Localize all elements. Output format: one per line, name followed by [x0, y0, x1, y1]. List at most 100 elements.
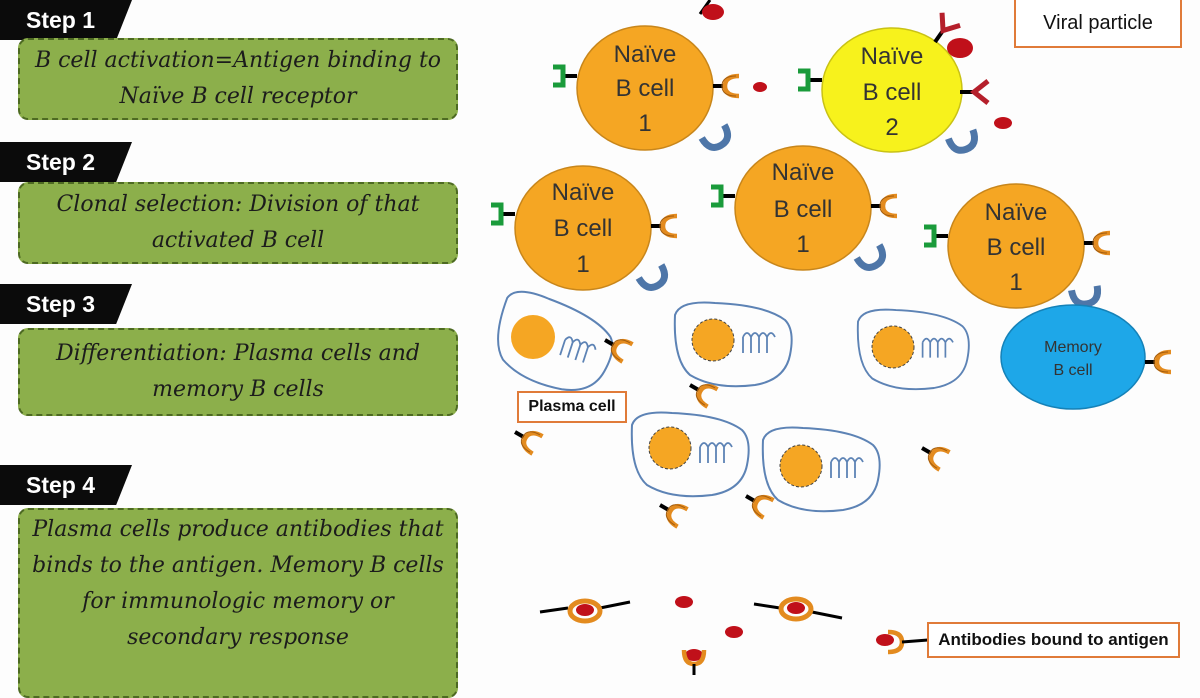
step-2-tab-label: Step 2	[26, 148, 96, 175]
green-receptor-icon	[553, 67, 577, 85]
cell-label-line3: 1	[1009, 269, 1022, 296]
cell-label-line2: B cell	[863, 79, 922, 106]
svg-text:Naïve: Naïve	[772, 159, 835, 186]
b-cell-diagram: Naïve B cell 1 Naïve B cell 2 Viral part…	[483, 0, 1182, 675]
antibody-receptor-icon	[1145, 352, 1171, 372]
nucleus	[648, 426, 692, 470]
plasma-cell-2	[673, 301, 793, 388]
plasma-cell-5	[761, 426, 881, 513]
svg-text:Naïve: Naïve	[985, 199, 1048, 226]
antigen-icon	[675, 596, 693, 608]
antibody-receptor-icon	[1084, 233, 1110, 253]
bound-antibodies	[539, 596, 929, 675]
naive-b-cell-2: Naïve B cell 2	[798, 13, 1012, 154]
memory-label-line2: B cell	[1053, 362, 1092, 379]
green-receptor-icon	[798, 71, 822, 89]
cell-label-line1: Naïve	[614, 41, 677, 68]
antibody-icon	[567, 598, 603, 624]
step-1-box: B cell activation=Antigen binding to Naï…	[18, 38, 458, 120]
antigen-icon	[876, 634, 894, 646]
antigen-icon	[576, 604, 594, 616]
svg-text:Naïve: Naïve	[614, 41, 677, 68]
cell-label-line2: B cell	[554, 215, 613, 242]
step-2-box: Clonal selection: Division of that activ…	[18, 182, 458, 264]
naive-b-cell-1-clone-a: Naïve B cell 1	[491, 165, 677, 292]
cell-label-line1: Naïve	[861, 43, 924, 70]
naive-b-cell-1-clone-c: Naïve B cell 1	[924, 183, 1110, 309]
antibodies-bound-text: Antibodies bound to antigen	[938, 630, 1169, 649]
svg-text:B cell: B cell	[554, 215, 613, 242]
svg-text:1: 1	[576, 251, 589, 278]
svg-text:Memory: Memory	[1044, 339, 1102, 356]
blue-receptor-icon	[639, 265, 670, 292]
antigen-icon	[725, 626, 743, 638]
antigen-icon	[787, 602, 805, 614]
antibody-icon	[778, 596, 814, 622]
svg-text:Naïve: Naïve	[861, 43, 924, 70]
antibody-icon	[741, 487, 774, 517]
memory-label-line1: Memory	[1044, 339, 1102, 356]
svg-text:B cell: B cell	[616, 75, 675, 102]
step-3-tab: Step 3	[0, 284, 132, 324]
plasma-cell-text: Plasma cell	[528, 398, 616, 415]
naive-b-cell-1-clone-b: Naïve B cell 1	[711, 145, 897, 272]
antibody-icon	[655, 496, 688, 526]
memory-b-cell: Memory B cell	[1000, 304, 1171, 410]
plasma-cell-label: Plasma cell	[517, 391, 627, 423]
antigen-icon	[947, 38, 973, 58]
antibody-icon	[917, 439, 950, 469]
step-4-tab-label: Step 4	[26, 471, 96, 498]
blue-receptor-icon	[948, 130, 978, 154]
antigen-icon	[994, 117, 1012, 129]
step-3-text: Differentiation: Plasma cells and memory…	[56, 341, 420, 402]
plasma-cell-4	[630, 411, 750, 498]
step-3-box: Differentiation: Plasma cells and memory…	[18, 328, 458, 416]
antigen-icon	[685, 649, 703, 661]
cell-label-line3: 1	[638, 110, 651, 137]
step-4-text: Plasma cells produce antibodies that bin…	[32, 517, 444, 650]
viral-particle-label: Viral particle	[1014, 0, 1182, 48]
cell-label-line2: B cell	[987, 234, 1046, 261]
nucleus	[871, 325, 915, 369]
green-receptor-icon	[924, 227, 948, 245]
step-2-text: Clonal selection: Division of that activ…	[56, 192, 420, 253]
cell-label-line1: Naïve	[552, 179, 615, 206]
step-2-tab: Step 2	[0, 142, 132, 182]
green-receptor-icon	[491, 205, 515, 223]
blue-receptor-icon	[857, 245, 888, 272]
blue-receptor-icon	[1072, 286, 1100, 306]
svg-text:2: 2	[885, 114, 898, 141]
red-receptor-icon	[960, 81, 988, 103]
antigen-icon	[702, 4, 724, 20]
cell-body	[947, 183, 1085, 309]
step-1-text: B cell activation=Antigen binding to Naï…	[34, 48, 442, 109]
step-4-tab: Step 4	[0, 465, 132, 505]
svg-text:Naïve: Naïve	[552, 179, 615, 206]
antibodies-bound-label: Antibodies bound to antigen	[927, 622, 1180, 658]
cell-label-line3: 1	[796, 231, 809, 258]
antigen-icon	[753, 82, 767, 92]
svg-text:1: 1	[1009, 269, 1022, 296]
cell-label-line2: B cell	[774, 196, 833, 223]
step-4-box: Plasma cells produce antibodies that bin…	[18, 508, 458, 698]
plasma-cell-3	[856, 308, 970, 391]
svg-text:B cell: B cell	[987, 234, 1046, 261]
green-receptor-icon	[711, 187, 735, 205]
naive-b-cell-1-top: Naïve B cell 1	[553, 0, 767, 152]
cell-label-line3: 1	[576, 251, 589, 278]
antibody-receptor-icon	[871, 196, 897, 216]
step-1-tab: Step 1	[0, 0, 132, 40]
plasma-cell-1	[483, 284, 624, 403]
antibody-receptor-icon	[651, 216, 677, 236]
nucleus	[779, 444, 823, 488]
svg-text:B cell: B cell	[863, 79, 922, 106]
svg-text:B cell: B cell	[1053, 362, 1092, 379]
antibody-receptor-icon	[713, 76, 739, 96]
step-3-tab-label: Step 3	[26, 290, 96, 317]
svg-text:B cell: B cell	[774, 196, 833, 223]
cell-label-line1: Naïve	[772, 159, 835, 186]
cell-body	[1000, 304, 1146, 410]
nucleus	[511, 315, 555, 359]
cell-label-line2: B cell	[616, 75, 675, 102]
cell-label-line1: Naïve	[985, 199, 1048, 226]
